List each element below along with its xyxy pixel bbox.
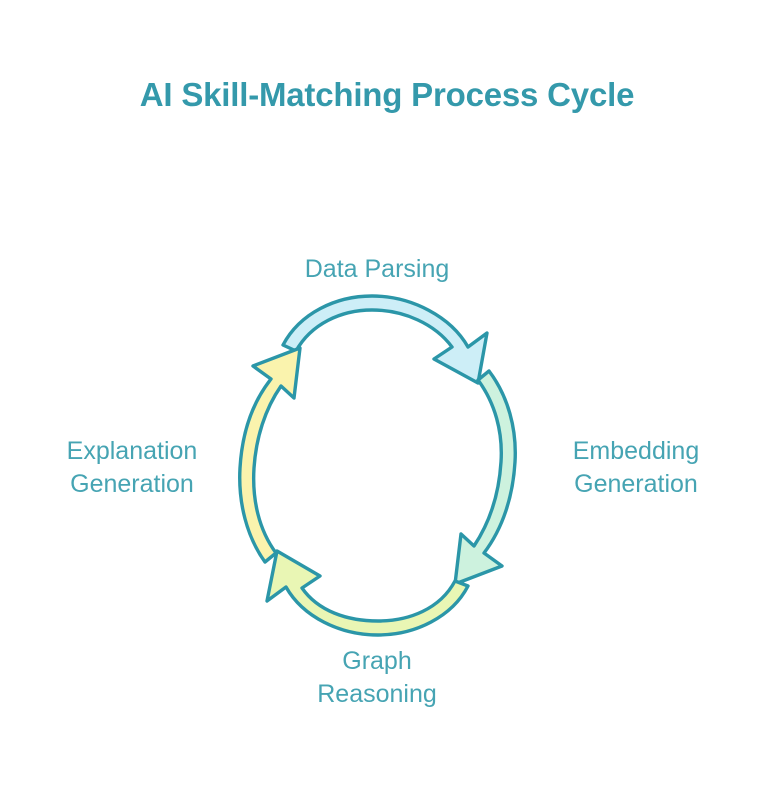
- page-title: AI Skill-Matching Process Cycle: [139, 76, 635, 113]
- arrow-left-explanation-generation: [238, 346, 302, 564]
- stage-label-explanation-generation: Explanation Generation: [66, 437, 198, 498]
- arrow-bottom-graph-reasoning: [265, 549, 470, 637]
- stage-label-graph-reasoning: Graph Reasoning: [317, 647, 437, 708]
- arrow-top-data-parsing: [281, 294, 489, 385]
- stage-label-data-parsing: Data Parsing: [304, 255, 450, 283]
- stage-label-embedding-generation: Embedding Generation: [572, 437, 700, 498]
- arrow-right-embedding-generation: [453, 369, 517, 586]
